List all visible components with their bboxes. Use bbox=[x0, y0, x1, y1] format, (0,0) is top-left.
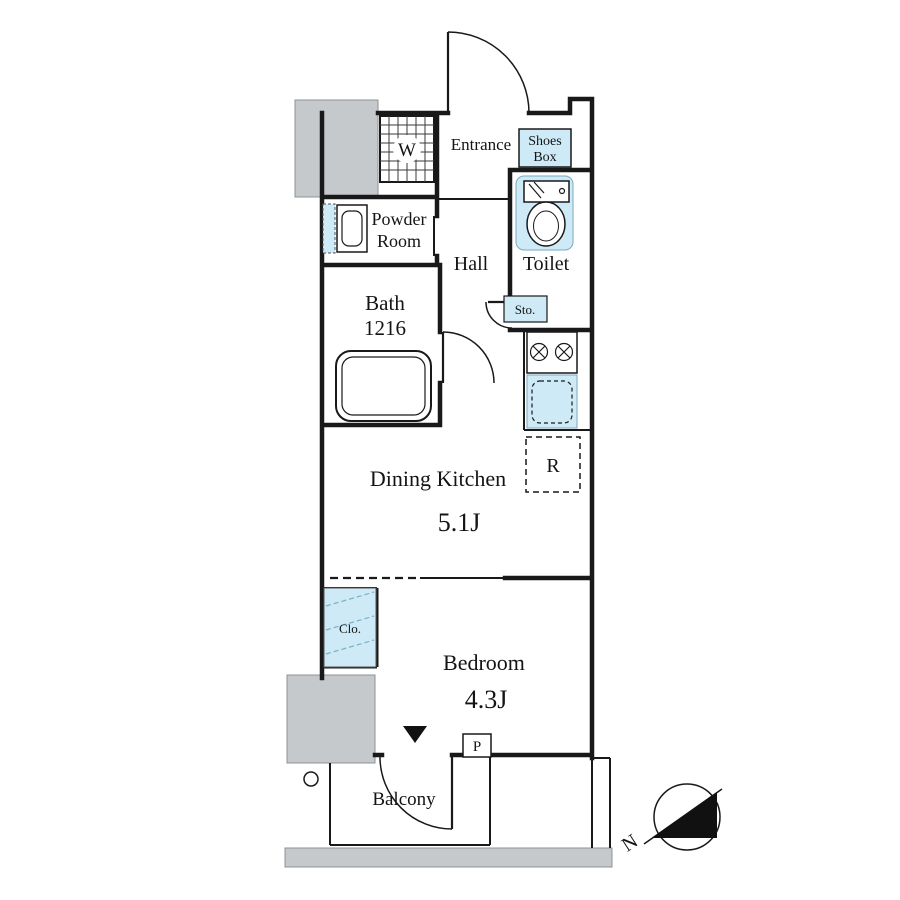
washbasin-icon bbox=[336, 204, 368, 253]
hall-label: Hall bbox=[454, 253, 489, 275]
toilet-label: Toilet bbox=[523, 253, 570, 275]
storage-box: Sto. bbox=[503, 295, 548, 323]
balcony-label: Balcony bbox=[372, 789, 436, 810]
closet-label: Clo. bbox=[339, 621, 361, 636]
bath-label: Bath bbox=[365, 291, 405, 315]
toilet-icon bbox=[515, 175, 574, 251]
structure-block-bottom-left bbox=[286, 674, 376, 764]
kitchen-sink-icon bbox=[526, 374, 578, 429]
walls bbox=[319, 96, 595, 761]
bath-size-label: 1216 bbox=[364, 316, 406, 340]
door-direction-triangle-icon bbox=[403, 726, 427, 743]
powder-window bbox=[322, 203, 336, 254]
storage-label: Sto. bbox=[515, 302, 536, 317]
thin-walls bbox=[322, 198, 611, 848]
powder-room-label-line2: Room bbox=[377, 231, 421, 251]
bathtub-icon bbox=[335, 350, 432, 422]
refrigerator-space: R bbox=[525, 436, 581, 493]
washer-label: W bbox=[398, 140, 416, 161]
ground-marker-circle bbox=[303, 771, 319, 787]
refrigerator-label: R bbox=[546, 455, 560, 477]
shoes-box-label-line2: Box bbox=[533, 150, 556, 165]
pipe-shaft-label: P bbox=[473, 739, 481, 755]
washer-icon: W bbox=[379, 115, 435, 183]
structure-slab-bottom bbox=[284, 847, 613, 868]
powder-room-label-line1: Powder bbox=[372, 209, 427, 229]
shoes-box-cabinet bbox=[518, 128, 572, 168]
shoes-box: Shoes Box bbox=[518, 128, 572, 168]
pipe-shaft-box: P bbox=[462, 733, 492, 758]
stove-icon bbox=[526, 331, 578, 374]
door-leaves bbox=[441, 32, 512, 829]
entrance-label: Entrance bbox=[451, 135, 511, 154]
door-swing-arcs bbox=[379, 31, 530, 830]
bedroom-area: 4.3J bbox=[465, 685, 508, 714]
closet-box: Clo. bbox=[323, 587, 377, 668]
shoes-box-label-line1: Shoes bbox=[528, 134, 561, 149]
bedroom-label: Bedroom bbox=[443, 650, 525, 675]
structure-block-top-left bbox=[294, 99, 379, 198]
north-arrow-icon: N bbox=[618, 783, 723, 856]
dining-kitchen-area: 5.1J bbox=[438, 508, 481, 537]
dining-kitchen-label: Dining Kitchen bbox=[370, 466, 506, 491]
